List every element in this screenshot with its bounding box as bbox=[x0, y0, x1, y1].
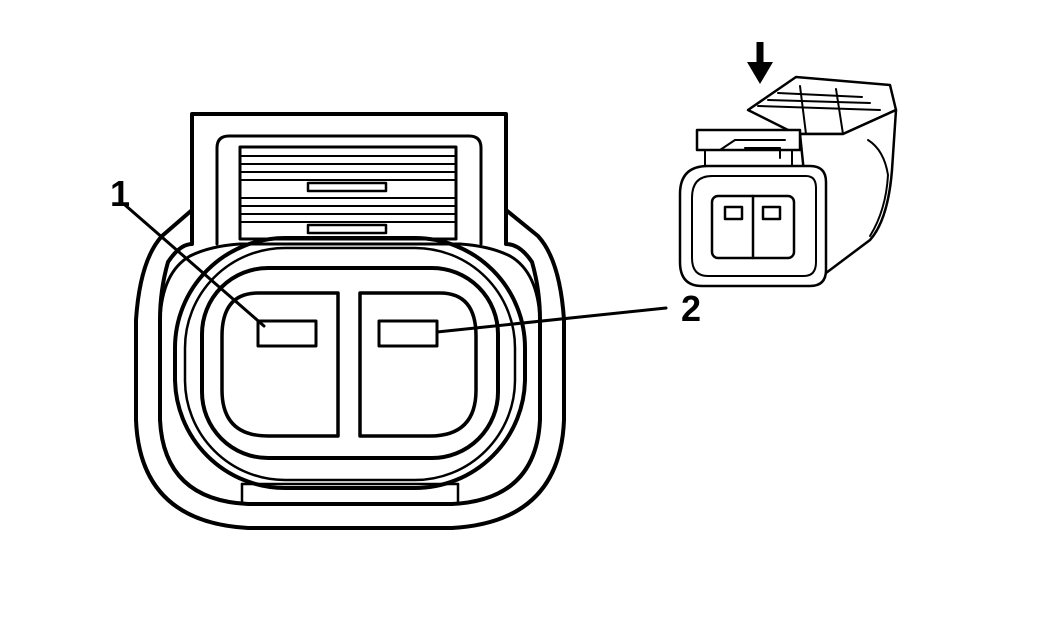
iso-terminal-slot-2 bbox=[761, 205, 782, 221]
terminal-slot-1 bbox=[256, 319, 318, 348]
leader-line-2 bbox=[435, 306, 668, 334]
terminal-block bbox=[200, 266, 500, 460]
cavity-1 bbox=[220, 291, 340, 438]
seal-ring-outer bbox=[173, 236, 527, 490]
seal-ring-inner bbox=[183, 246, 517, 482]
arrow-down-icon bbox=[747, 42, 773, 84]
pin-label-2: 2 bbox=[681, 288, 701, 329]
latch-housing-inner bbox=[215, 134, 483, 246]
connector-outer-shell bbox=[134, 208, 566, 530]
latch-ribs bbox=[238, 145, 458, 241]
leader-line-1 bbox=[123, 203, 266, 328]
iso-terminal-slot-1 bbox=[723, 205, 744, 221]
connector-isometric-view bbox=[678, 42, 898, 288]
connector-shell-band bbox=[158, 242, 542, 322]
cavity-2 bbox=[358, 291, 478, 438]
pin-label-1: 1 bbox=[110, 173, 130, 214]
terminal-slot-2 bbox=[377, 319, 439, 348]
connector-face-view: 1 2 bbox=[110, 112, 701, 530]
latch-housing-outer bbox=[190, 112, 508, 240]
